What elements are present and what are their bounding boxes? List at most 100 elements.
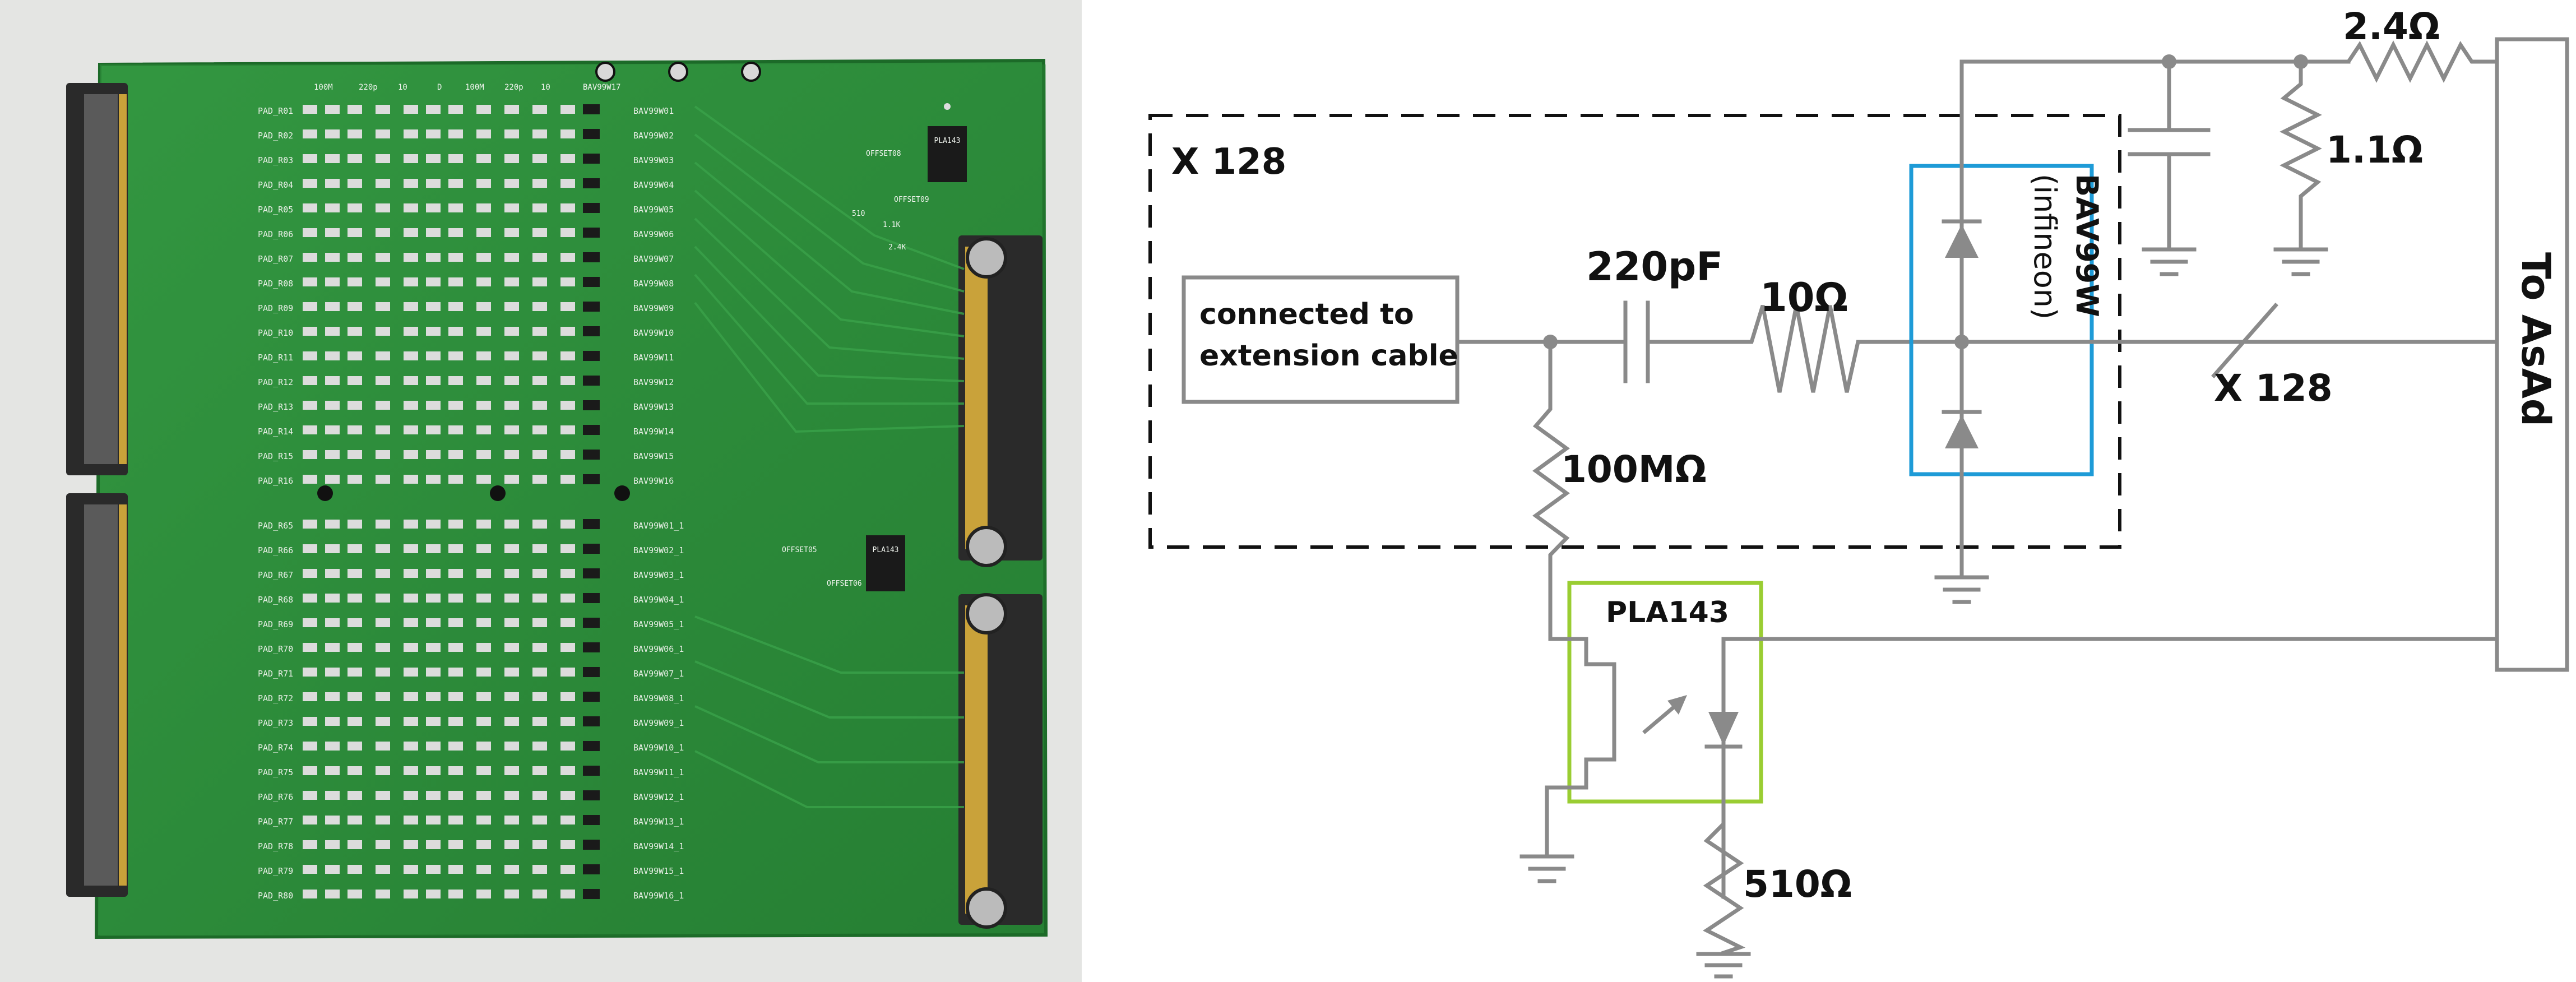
smd-component xyxy=(325,203,340,212)
smd-component xyxy=(426,450,441,459)
pad-label: PAD_R14 xyxy=(258,427,293,437)
asad-connector-box xyxy=(2495,37,2569,672)
pad-label: PAD_R08 xyxy=(258,279,293,289)
smd-component xyxy=(325,791,340,800)
pla143-chip-bottom: PLA143 xyxy=(866,535,905,591)
smd-component xyxy=(476,475,491,484)
smd-component xyxy=(426,569,441,578)
diode-package xyxy=(583,790,600,800)
smd-component xyxy=(476,742,491,751)
smd-component xyxy=(426,717,441,726)
resistor-series-label: 10Ω xyxy=(1760,275,1848,321)
smd-component xyxy=(476,717,491,726)
smd-component xyxy=(376,569,390,578)
smd-component xyxy=(348,717,362,726)
smd-component xyxy=(504,401,519,410)
smd-component xyxy=(325,766,340,775)
smd-component xyxy=(560,865,575,874)
smd-component xyxy=(325,618,340,627)
pcb-traces xyxy=(694,105,965,808)
bus-slash xyxy=(2211,303,2278,378)
pla143-relay-box xyxy=(1567,581,1763,804)
smd-component xyxy=(404,791,418,800)
smd-component xyxy=(504,791,519,800)
resistor-2-4-ohm xyxy=(2299,40,2499,83)
smd-component xyxy=(532,618,547,627)
smd-component xyxy=(448,766,463,775)
header-label: 10 xyxy=(398,83,407,92)
smd-component xyxy=(532,717,547,726)
smd-component xyxy=(448,450,463,459)
smd-component xyxy=(532,766,547,775)
pad-label: PAD_R09 xyxy=(258,303,293,313)
smd-component xyxy=(448,865,463,874)
smd-component xyxy=(532,401,547,410)
smd-component xyxy=(404,865,418,874)
connector-text-line2: extension cable xyxy=(1199,339,1458,373)
smd-component xyxy=(303,544,317,553)
pad-label: PAD_R71 xyxy=(258,669,293,679)
smd-component xyxy=(448,520,463,529)
diode-package xyxy=(583,104,600,114)
smd-component xyxy=(348,816,362,824)
smd-component xyxy=(404,520,418,529)
smd-component xyxy=(560,618,575,627)
smd-component xyxy=(404,643,418,652)
smd-component xyxy=(325,253,340,262)
diode-package xyxy=(583,129,600,139)
smd-component xyxy=(448,401,463,410)
smd-component xyxy=(426,865,441,874)
smd-component xyxy=(448,890,463,898)
smd-component xyxy=(560,351,575,360)
smd-component xyxy=(426,668,441,677)
smd-component xyxy=(532,302,547,311)
pad-label: PAD_R77 xyxy=(258,817,293,827)
smd-component xyxy=(532,228,547,237)
diode-package xyxy=(583,228,600,238)
left-connector-bottom xyxy=(66,493,128,897)
smd-component xyxy=(560,717,575,726)
smd-component xyxy=(504,840,519,849)
relay-diode-symbol xyxy=(1708,712,1739,745)
smd-component xyxy=(376,302,390,311)
diode-package xyxy=(583,766,600,776)
smd-component xyxy=(348,865,362,874)
capacitor-label: 220pF xyxy=(1586,244,1723,290)
smd-component xyxy=(426,816,441,824)
smd-component xyxy=(404,425,418,434)
smd-component xyxy=(532,791,547,800)
smd-component xyxy=(532,425,547,434)
diode-package xyxy=(583,252,600,262)
smd-component xyxy=(448,351,463,360)
smd-component xyxy=(560,203,575,212)
smd-component xyxy=(476,520,491,529)
smd-component xyxy=(448,129,463,138)
smd-component xyxy=(404,544,418,553)
smd-component xyxy=(325,351,340,360)
smd-component xyxy=(303,643,317,652)
smd-component xyxy=(303,228,317,237)
diode-package xyxy=(583,840,600,850)
diode-package xyxy=(583,519,600,529)
smd-component xyxy=(303,401,317,410)
smd-component xyxy=(504,376,519,385)
ground-symbol xyxy=(2142,247,2197,276)
smd-component xyxy=(404,766,418,775)
smd-component xyxy=(303,766,317,775)
smd-component xyxy=(303,327,317,336)
smd-component xyxy=(448,717,463,726)
diode-package xyxy=(583,889,600,899)
resistor-1-1-ohm xyxy=(2280,59,2322,249)
diode-package xyxy=(583,425,600,435)
smd-component xyxy=(348,840,362,849)
smd-component xyxy=(325,105,340,114)
